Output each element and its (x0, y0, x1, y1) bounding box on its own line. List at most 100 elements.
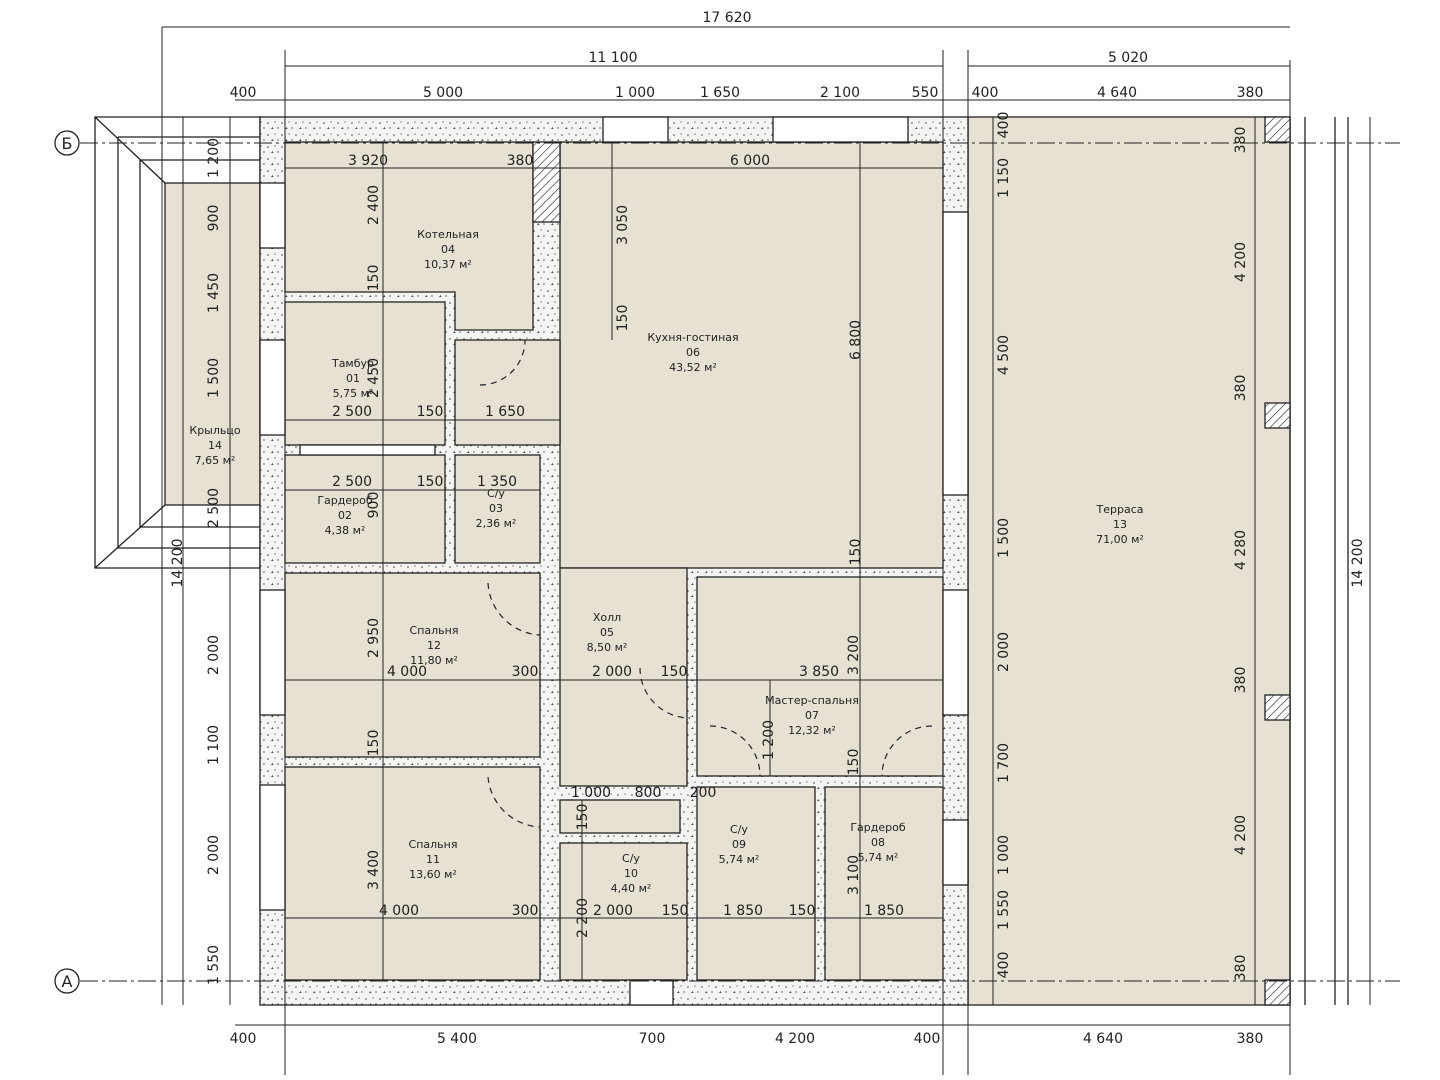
dimension-label: 3 050 (615, 205, 631, 245)
room-name: С/у (487, 487, 505, 500)
dimension-label: 380 (507, 153, 534, 169)
dimension-label: 3 100 (846, 855, 862, 895)
room-name: Гардероб (850, 821, 906, 834)
dimension-label: 550 (912, 85, 939, 101)
room-area: 71,00 м² (1096, 533, 1144, 546)
room-number: 08 (871, 836, 885, 849)
dimension-label: 1 000 (615, 85, 655, 101)
room-name: Спальня (410, 624, 459, 637)
dimension-label: 400 (972, 85, 999, 101)
dimension-label: 5 000 (423, 85, 463, 101)
room-area: 7,65 м² (195, 454, 236, 467)
dimension-label: 1 500 (996, 518, 1012, 558)
room-name: С/у (730, 823, 748, 836)
room-number: 11 (426, 853, 440, 866)
dimension-label: 4 200 (775, 1031, 815, 1047)
room-area: 10,37 м² (424, 258, 472, 271)
dimension-label: 2 100 (820, 85, 860, 101)
room-area: 4,38 м² (325, 524, 366, 537)
room-number: 10 (624, 867, 638, 880)
dimension-label: 380 (1237, 1031, 1264, 1047)
room-number: 02 (338, 509, 352, 522)
dimension-label: 1 650 (700, 85, 740, 101)
dimension-label: 1 200 (761, 720, 777, 760)
room-name: Спальня (409, 838, 458, 851)
room-number: 05 (600, 626, 614, 639)
dimension-label: 150 (848, 539, 864, 566)
dimension-label: 400 (230, 1031, 257, 1047)
dimension-label: 700 (639, 1031, 666, 1047)
dimension-label: 3 200 (846, 635, 862, 675)
dimension-label: 150 (662, 903, 689, 919)
room-name: Терраса (1096, 503, 1144, 516)
room-name: Кухня-гостиная (647, 331, 738, 344)
dimension-label: 2 000 (206, 835, 222, 875)
dimension-label: 900 (366, 492, 382, 519)
porch-floor (164, 182, 261, 506)
dimension-label: 5 400 (437, 1031, 477, 1047)
dimension-label: 1 100 (206, 725, 222, 765)
room-name: Холл (593, 611, 621, 624)
dimension-label: 1 550 (206, 945, 222, 985)
dimension-label: 1 000 (571, 785, 611, 801)
axis-label-b: Б (62, 134, 73, 153)
room-name: Мастер-спальня (765, 694, 859, 707)
dimension-label: 2 500 (332, 404, 372, 420)
room-number: 14 (208, 439, 222, 452)
room-area: 5,75 м² (333, 387, 374, 400)
plan-structure (54, 26, 1400, 1075)
dimension-label: 150 (661, 664, 688, 680)
dimension-label: 1 550 (996, 890, 1012, 930)
dimension-label: 2 450 (366, 358, 382, 398)
dimension-label: 3 850 (799, 664, 839, 680)
dimension-label: 3 920 (348, 153, 388, 169)
room-number: 04 (441, 243, 455, 256)
dimension-label: 4 640 (1097, 85, 1137, 101)
dimension-label: 1 500 (206, 358, 222, 398)
room-area: 13,60 м² (409, 868, 457, 881)
dimension-label: 800 (635, 785, 662, 801)
dimension-label: 400 (996, 112, 1012, 139)
dimension-label: 300 (512, 664, 539, 680)
dimension-label: 2 000 (592, 664, 632, 680)
dimension-label: 380 (1233, 127, 1249, 154)
dimension-label: 1 200 (206, 138, 222, 178)
room-name: Крыльцо (189, 424, 240, 437)
dimension-label: 380 (1233, 667, 1249, 694)
dimension-label: 4 000 (379, 903, 419, 919)
dimension-label: 6 800 (848, 320, 864, 360)
room-number: 01 (346, 372, 360, 385)
dimension-label: 1 650 (485, 404, 525, 420)
dimension-label: 1 700 (996, 743, 1012, 783)
dimension-label: 150 (575, 804, 591, 831)
dimension-label: 2 500 (206, 488, 222, 528)
room-area: 11,80 м² (410, 654, 458, 667)
room-area: 2,36 м² (476, 517, 517, 530)
room-area: 5,74 м² (858, 851, 899, 864)
dimension-label: 3 400 (366, 850, 382, 890)
dimension-label: 150 (615, 305, 631, 332)
dimension-label: 150 (366, 265, 382, 292)
room-name: С/у (622, 852, 640, 865)
dimension-label: 14 200 (170, 539, 186, 588)
dimension-label: 150 (417, 474, 444, 490)
dimension-label: 400 (914, 1031, 941, 1047)
chimney (532, 141, 561, 223)
dimension-label: 1 000 (996, 835, 1012, 875)
room-number: 12 (427, 639, 441, 652)
room-number: 03 (489, 502, 503, 515)
dimension-label: 150 (846, 749, 862, 776)
dimension-label: 1 350 (477, 474, 517, 490)
room-name: Котельная (417, 228, 479, 241)
dimension-label: 2 500 (332, 474, 372, 490)
dimension-label: 5 020 (1108, 50, 1148, 66)
dimension-label: 4 200 (1233, 815, 1249, 855)
dimension-label: 1 850 (723, 903, 763, 919)
dimension-label: 2 000 (593, 903, 633, 919)
dimension-label: 400 (230, 85, 257, 101)
room-area: 12,32 м² (788, 724, 836, 737)
room-area: 43,52 м² (669, 361, 717, 374)
dimension-label: 2 400 (366, 185, 382, 225)
